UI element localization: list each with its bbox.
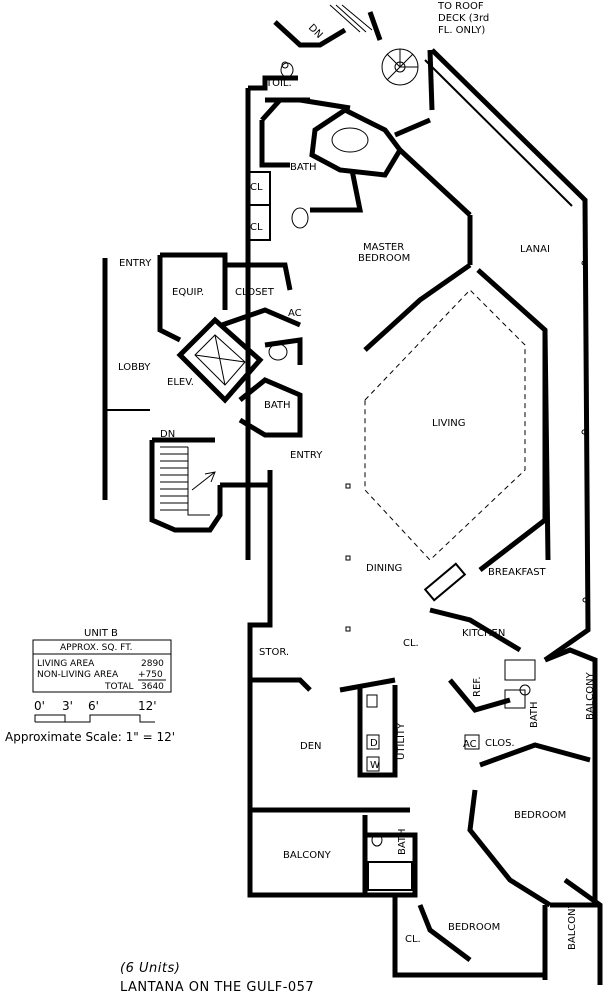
label-cl-kitchen: CL. bbox=[403, 638, 419, 649]
label-elev: ELEV. bbox=[167, 377, 194, 388]
column-markers bbox=[345, 260, 588, 632]
label-living: LIVING bbox=[432, 418, 466, 429]
scale-tick-0: 0' bbox=[34, 699, 45, 713]
label-balcony-right: BALCONY bbox=[585, 671, 596, 720]
label-master-bedroom-2: BEDROOM bbox=[358, 253, 410, 264]
area-row-value-2: +750 bbox=[138, 670, 163, 680]
label-cl-1: CL bbox=[250, 182, 263, 193]
label-balcony-bottom: BALCONY bbox=[567, 901, 578, 950]
label-closet: CLOSET bbox=[235, 287, 275, 298]
label-clos: CLOS. bbox=[485, 738, 515, 749]
area-row-value-3: 3640 bbox=[141, 682, 164, 692]
scale-tick-6: 6' bbox=[88, 699, 99, 713]
scale-bar: 0' 3' 6' 12' Approximate Scale: 1" = 12' bbox=[5, 699, 175, 744]
label-balcony-den: BALCONY bbox=[283, 850, 332, 861]
scale-caption: Approximate Scale: 1" = 12' bbox=[5, 730, 175, 744]
label-ac-1: AC bbox=[288, 308, 302, 319]
label-washer: W bbox=[370, 760, 380, 771]
fixtures bbox=[268, 48, 536, 847]
label-entry-top: ENTRY bbox=[119, 258, 152, 269]
label-bedroom-1: BEDROOM bbox=[514, 810, 566, 821]
label-kitchen: KITCHEN bbox=[462, 628, 505, 639]
area-row-label-3: TOTAL bbox=[104, 682, 134, 692]
label-ref: REF. bbox=[472, 676, 483, 697]
area-row-value-1: 2890 bbox=[141, 659, 164, 669]
stair-treads bbox=[160, 4, 373, 516]
label-cl-2: CL bbox=[250, 222, 263, 233]
plan-title: (6 Units) LANTANA ON THE GULF-057 bbox=[120, 961, 314, 995]
label-roof-deck-1: TO ROOF bbox=[437, 1, 484, 12]
title-name: LANTANA ON THE GULF-057 bbox=[120, 980, 314, 995]
label-stor: STOR. bbox=[259, 647, 289, 658]
area-row-label-2: NON-LIVING AREA bbox=[37, 670, 119, 680]
label-dn-top: DN bbox=[306, 22, 325, 41]
room-labels: TO ROOF DECK (3rd FL. ONLY) DN TOIL. BAT… bbox=[118, 1, 596, 950]
label-bath-4: BATH bbox=[397, 828, 408, 855]
title-units: (6 Units) bbox=[120, 961, 180, 976]
label-roof-deck-3: FL. ONLY) bbox=[438, 25, 485, 36]
area-table-unit: UNIT B bbox=[84, 628, 118, 639]
label-den: DEN bbox=[300, 741, 322, 752]
label-cl-bottom: CL. bbox=[405, 934, 421, 945]
label-bath-2: BATH bbox=[264, 400, 291, 411]
label-equip: EQUIP. bbox=[172, 287, 204, 298]
label-roof-deck-2: DECK (3rd bbox=[438, 13, 489, 24]
label-bath-3: BATH bbox=[529, 701, 540, 728]
label-entry-2: ENTRY bbox=[290, 450, 323, 461]
label-ac-2: AC bbox=[463, 739, 477, 750]
living-area-outline bbox=[364, 289, 526, 561]
scale-tick-3: 3' bbox=[62, 699, 73, 713]
label-bath-master: BATH bbox=[290, 162, 317, 173]
area-table-heading: APPROX. SQ. FT. bbox=[60, 643, 133, 653]
label-toil: TOIL. bbox=[265, 78, 292, 89]
label-breakfast: BREAKFAST bbox=[488, 567, 547, 578]
label-dining: DINING bbox=[366, 563, 402, 574]
label-lanai: LANAI bbox=[520, 244, 550, 255]
scale-tick-12: 12' bbox=[138, 699, 157, 713]
label-lobby: LOBBY bbox=[118, 362, 151, 373]
label-utility: UTILITY bbox=[396, 722, 407, 760]
area-table: UNIT B APPROX. SQ. FT. LIVING AREA 2890 … bbox=[32, 628, 172, 693]
walls bbox=[102, 11, 603, 985]
label-master-bedroom-1: MASTER bbox=[363, 242, 404, 253]
label-bedroom-2: BEDROOM bbox=[448, 922, 500, 933]
area-row-label-1: LIVING AREA bbox=[37, 659, 95, 669]
label-dn-stair: DN bbox=[160, 429, 175, 440]
label-dryer: D bbox=[370, 738, 378, 749]
